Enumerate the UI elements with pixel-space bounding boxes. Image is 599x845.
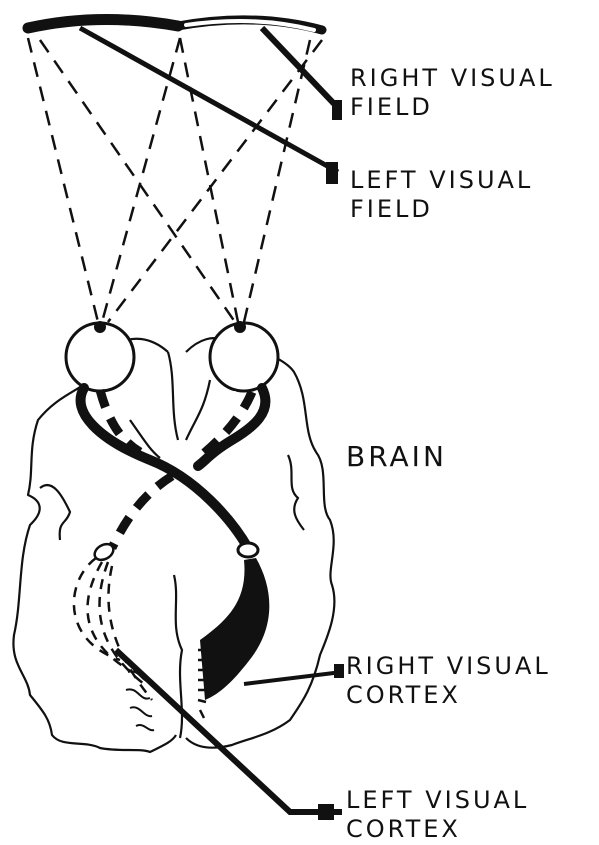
label-line: LEFT VISUAL xyxy=(350,166,533,195)
right-visual-cortex-label: RIGHT VISUAL CORTEX xyxy=(346,652,551,710)
pointer-end xyxy=(334,664,344,678)
right-visual-field-pointer xyxy=(262,28,340,110)
left-eye xyxy=(66,321,134,391)
brain-label: BRAIN xyxy=(346,442,447,471)
right-optic-radiation xyxy=(200,558,269,700)
label-line: CORTEX xyxy=(346,815,529,844)
longitudinal-fissure xyxy=(168,352,182,738)
label-line: RIGHT VISUAL xyxy=(346,652,551,681)
right-visual-field-label: RIGHT VISUAL FIELD xyxy=(350,64,555,122)
sulcus xyxy=(186,380,210,440)
left-visual-cortex-label: LEFT VISUAL CORTEX xyxy=(346,786,529,844)
sulcus xyxy=(40,485,70,540)
pointer-end xyxy=(318,804,334,820)
right-geniculate-body xyxy=(238,543,258,557)
sight-line xyxy=(28,38,98,322)
left-visual-field-label: LEFT VISUAL FIELD xyxy=(350,166,533,224)
pupil xyxy=(234,321,246,333)
left-visual-field-pointer xyxy=(80,28,338,172)
right-eye xyxy=(210,321,278,391)
label-line: CORTEX xyxy=(346,681,551,710)
pointer-end xyxy=(332,100,342,120)
pointer-end xyxy=(326,162,338,184)
radiation-fiber xyxy=(74,558,120,660)
label-line: LEFT VISUAL xyxy=(346,786,529,815)
label-line: FIELD xyxy=(350,93,555,122)
label-line: RIGHT VISUAL xyxy=(350,64,555,93)
optic-nerve-solid xyxy=(81,388,248,548)
label-line: BRAIN xyxy=(346,442,447,471)
label-line: FIELD xyxy=(350,195,533,224)
right-visual-cortex-pointer xyxy=(244,672,342,684)
radiation-fiber xyxy=(100,562,144,684)
sight-line xyxy=(244,40,310,322)
pupil xyxy=(94,321,106,333)
sight-line xyxy=(108,40,322,322)
left-visual-field-arc xyxy=(28,19,178,28)
eyeball xyxy=(66,323,134,391)
sight-line xyxy=(40,40,235,322)
sulcus xyxy=(288,455,304,530)
optic-nerve-dashed xyxy=(112,476,172,548)
left-hemisphere-outline xyxy=(13,339,176,752)
eyeball xyxy=(210,323,278,391)
sight-line xyxy=(180,38,238,322)
left-optic-radiation xyxy=(74,558,152,700)
brain-outline xyxy=(13,338,334,752)
